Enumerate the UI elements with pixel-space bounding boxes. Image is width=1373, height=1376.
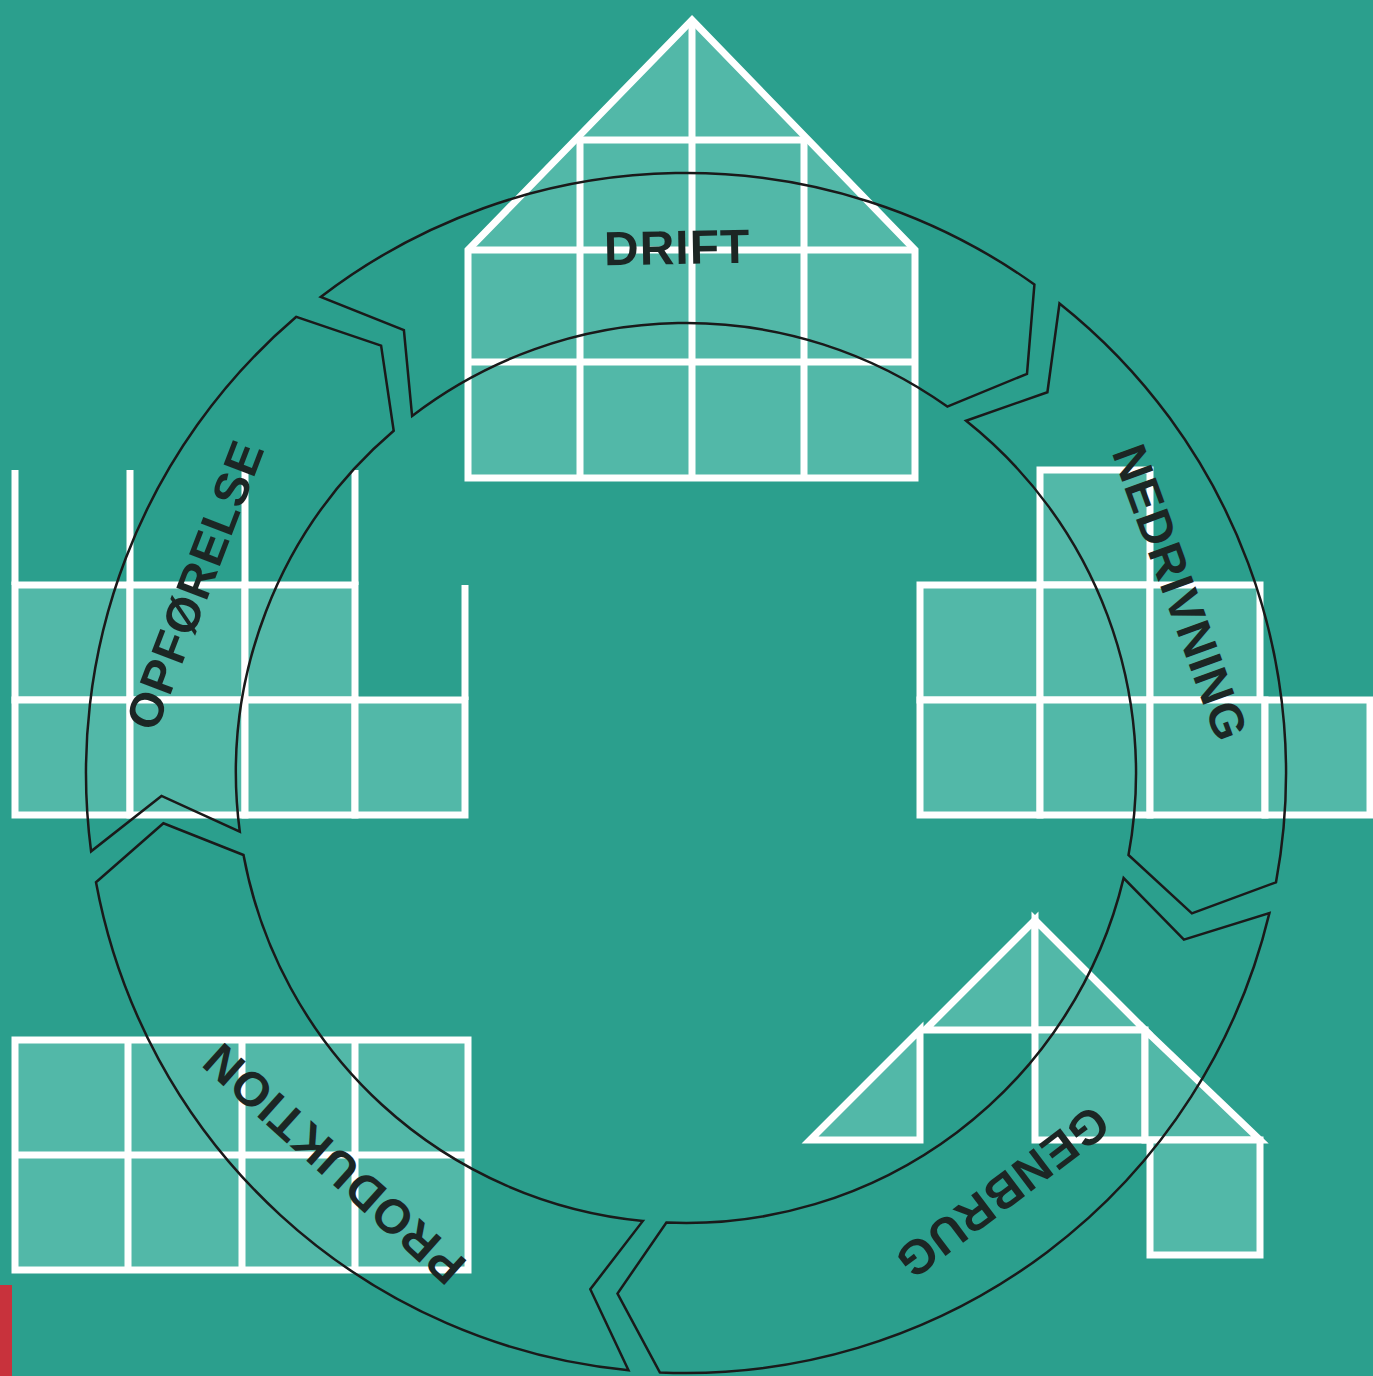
red-tab	[0, 1285, 12, 1376]
cycle-stage: DRIFT	[595, 219, 758, 278]
arrow-segment	[96, 823, 643, 1370]
cycle-ring	[86, 173, 1286, 1373]
cycle-stage: OPFØRELSE	[112, 425, 279, 745]
stage-label: OPFØRELSE	[119, 434, 273, 736]
cycle-stage: GENBRUG	[878, 1089, 1126, 1295]
stage-label: NEDRIVNING	[1104, 439, 1256, 748]
cycle-stage: NEDRIVNING	[1097, 430, 1262, 757]
arrow-segment	[86, 317, 394, 852]
cycle-stage: PRODUKTION	[186, 1026, 483, 1301]
stage-label: DRIFT	[603, 223, 750, 274]
house-grid	[468, 20, 915, 478]
stage-label: PRODUKTION	[195, 1034, 474, 1292]
recycling-pieces	[810, 920, 1260, 1255]
arrow-segment	[618, 878, 1270, 1373]
arrow-segment	[321, 173, 1035, 416]
arrow-segment	[966, 303, 1286, 913]
stage-label: GENBRUG	[887, 1097, 1117, 1287]
